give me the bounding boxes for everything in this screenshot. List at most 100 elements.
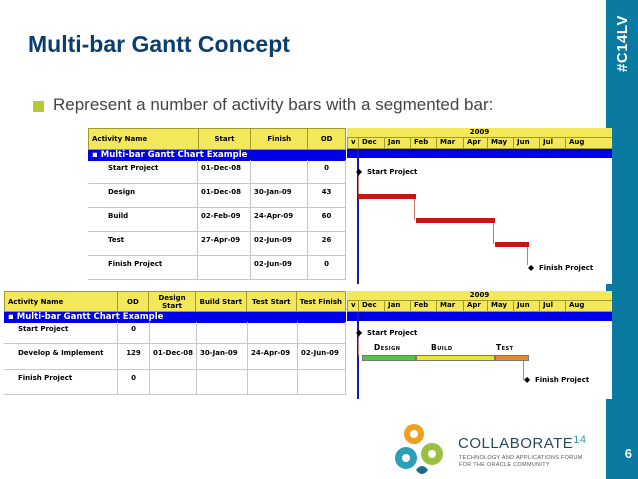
gantt2-month: Jan	[384, 301, 410, 312]
slide-title: Multi-bar Gantt Concept	[28, 31, 290, 57]
gantt1-connector	[358, 176, 359, 194]
gantt2-month: v	[347, 301, 358, 312]
gantt2-cell-od: 0	[118, 322, 150, 344]
gantt1-col-finish: Finish	[250, 128, 309, 150]
gantt1-cell-start: 27-Apr-09	[198, 232, 251, 256]
gantt1-connector	[493, 223, 495, 244]
gantt2-finish-label: Finish Project	[535, 376, 590, 384]
gantt1-group-band	[347, 149, 612, 158]
gantt1-col-start: Start	[197, 128, 252, 150]
bullet-text: Represent a number of activity bars with…	[53, 95, 494, 114]
gantt2-cell-design-start	[150, 322, 197, 344]
gantt2-connector	[358, 337, 359, 355]
gantt2-cell-name: Develop & Implement	[4, 344, 118, 370]
gantt1-cell-start: 01-Dec-08	[198, 160, 251, 184]
gantt2-cell-name: Start Project	[4, 322, 118, 344]
gantt2-cell-build-start	[197, 370, 248, 395]
gantt2-start-milestone-icon: ◆	[356, 328, 363, 337]
gantt2-today-line	[357, 312, 359, 399]
gantt2-cell-build-start: 30-Jan-09	[197, 344, 248, 370]
page-number: 6	[624, 446, 632, 461]
gantt1-cell-name: Build	[88, 208, 198, 232]
gantt1-start-label: Start Project	[367, 168, 418, 176]
gantt1-cell-od: 43	[308, 184, 346, 208]
brand-text: COLLABORATE	[458, 435, 574, 452]
gantt2-group-band	[347, 312, 612, 321]
hashtag: #C14LV	[607, 8, 637, 78]
gantt2-segment-bar	[495, 355, 529, 361]
gantt1-month: Jul	[539, 138, 565, 149]
collaborate-brand: COLLABORATE14	[458, 434, 587, 452]
gantt1-month: Aug	[565, 138, 612, 149]
brand-tagline-1: TECHNOLOGY AND APPLICATIONS FORUM	[459, 455, 583, 461]
gantt1-cell-start	[198, 256, 251, 280]
gantt1-month: Mar	[436, 138, 463, 149]
gantt2-cell-test-finish	[298, 370, 346, 395]
gantt2-year: 2009	[347, 291, 612, 301]
gantt2-group-text: Multi-bar Gantt Chart Example	[16, 312, 164, 322]
gantt2-segment-label: Design	[374, 343, 401, 352]
gantt1-cell-finish	[251, 160, 308, 184]
gantt2-group-row: ▪ Multi-bar Gantt Chart Example	[4, 311, 346, 323]
gantt2-month: Dec	[358, 301, 384, 312]
gantt1-month: Jan	[384, 138, 410, 149]
gantt2-month: May	[487, 301, 513, 312]
gantt1-cell-od: 0	[308, 160, 346, 184]
gantt2-cell-name: Finish Project	[4, 370, 118, 395]
gantt1-bar	[495, 242, 529, 247]
gantt1-cell-od: 0	[308, 256, 346, 280]
gantt2-month: Feb	[410, 301, 436, 312]
gantt2-col-od: OD	[116, 291, 150, 312]
gantt1-cell-finish: 02-Jun-09	[251, 256, 308, 280]
gantt2-month: Apr	[463, 301, 487, 312]
gantt2-month: Aug	[565, 301, 612, 312]
gantt1-cell-finish: 24-Apr-09	[251, 208, 308, 232]
gantt2-col-test-finish: Test Finish	[295, 291, 347, 312]
gantt1-cell-name: Finish Project	[88, 256, 198, 280]
gantt1-group-label: ▪ Multi-bar Gantt Chart Example	[88, 149, 346, 161]
gantt2-connector	[523, 361, 525, 380]
gantt2-cell-test-start	[248, 322, 298, 344]
gantt2-cell-test-finish: 02-Jun-09	[298, 344, 346, 370]
gantt1-cell-name: Test	[88, 232, 198, 256]
gantt1-finish-label: Finish Project	[539, 264, 594, 272]
gantt1-cell-od: 60	[308, 208, 346, 232]
gantt2-header-row: Activity Name OD Design Start Build Star…	[4, 291, 347, 312]
gantt2-segment-bar	[416, 355, 495, 361]
gantt2-month: Jun	[513, 301, 539, 312]
gantt1-month: Apr	[463, 138, 487, 149]
collaborate-logo-icon	[395, 424, 443, 474]
gantt1-connector	[527, 247, 529, 265]
gantt2-cell-test-start: 24-Apr-09	[248, 344, 298, 370]
gantt-chart-1: Activity Name Start Finish OD ▪ Multi-ba…	[88, 128, 612, 284]
gantt1-table: Activity Name Start Finish OD ▪ Multi-ba…	[88, 128, 346, 161]
gantt2-col-design-start: Design Start	[148, 291, 196, 312]
gantt1-cell-finish: 02-Jun-09	[251, 232, 308, 256]
brand-tagline-2: FOR THE ORACLE COMMUNITY	[459, 462, 550, 468]
gantt2-start-label: Start Project	[367, 329, 418, 337]
gantt2-segment-label: Test	[496, 343, 514, 352]
gantt1-cell-finish: 30-Jan-09	[251, 184, 308, 208]
gantt1-cell-od: 26	[308, 232, 346, 256]
gantt2-cell-test-finish	[298, 322, 346, 344]
gantt2-group-label: ▪ Multi-bar Gantt Chart Example	[4, 311, 346, 323]
gantt2-table: Activity Name OD Design Start Build Star…	[4, 291, 347, 323]
gantt1-month: v	[347, 138, 358, 149]
gantt-chart-2: Activity Name OD Design Start Build Star…	[4, 291, 612, 399]
gantt1-year: 2009	[347, 128, 612, 138]
gantt1-connector	[414, 199, 416, 220]
gantt1-col-activity: Activity Name	[88, 128, 199, 150]
gantt2-col-test-start: Test Start	[245, 291, 297, 312]
gantt2-segment-bar	[362, 355, 416, 361]
gantt2-cell-od: 129	[118, 344, 150, 370]
brand-number: 14	[573, 434, 587, 446]
hashtag-text: #C14LV	[613, 14, 631, 72]
gantt2-col-activity: Activity Name	[4, 291, 118, 312]
